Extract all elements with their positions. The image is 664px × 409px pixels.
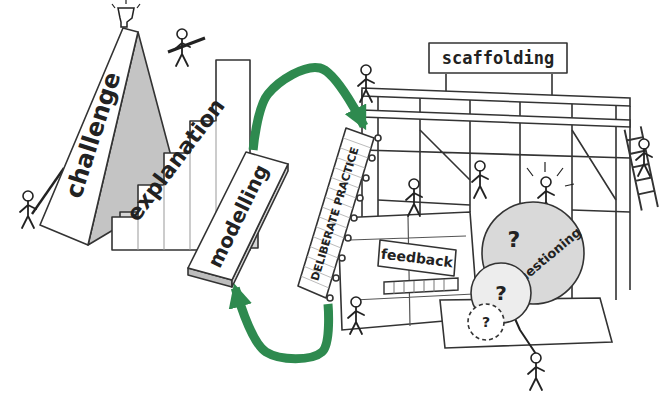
stick-figure (406, 179, 422, 216)
belt-roller (363, 175, 369, 181)
ball-outline (468, 304, 504, 340)
belt-roller (333, 275, 339, 281)
feedback-sign: feedback (376, 236, 460, 280)
conveyor-belt (298, 128, 374, 298)
scaffold-plank (362, 88, 630, 106)
stick-figure (472, 161, 488, 198)
belt-roller (345, 235, 351, 241)
stick-figure (348, 297, 364, 334)
ball-outline (482, 202, 584, 304)
belt-roller (339, 255, 345, 261)
belt-roller (357, 195, 363, 201)
stick-figure (528, 353, 544, 390)
stick-figure (636, 139, 652, 176)
question-mark: ? (482, 315, 490, 329)
trophy-shine (112, 0, 140, 8)
scaffold-brace (362, 130, 630, 212)
scaffold-plank (362, 110, 630, 127)
slab-top (188, 152, 288, 280)
trophy (118, 8, 134, 27)
sign-board (429, 43, 567, 73)
belt-roller (369, 155, 375, 161)
tennis-net (384, 278, 458, 294)
question-mark: ? (508, 229, 521, 251)
cycle-arrow (235, 288, 328, 359)
belt-roller (327, 295, 333, 301)
sign-board (378, 240, 456, 276)
stick-figure (20, 191, 36, 228)
question-ball: ? (466, 302, 506, 342)
question-mark: ? (495, 283, 507, 303)
ladder (625, 126, 658, 210)
scaffolding-sign: scaffolding (428, 42, 568, 74)
belt-roller (375, 135, 381, 141)
modelling-slab: modelling (188, 150, 293, 288)
belt-tread (301, 138, 371, 288)
sign-label: scaffolding (442, 50, 555, 67)
stick-figure (174, 29, 190, 66)
stick-figure (358, 65, 374, 102)
net-mesh (394, 279, 444, 294)
ladder (625, 126, 658, 210)
practice-conveyor: DELIBERATE PRACTICE (296, 126, 376, 304)
belt-roller (351, 215, 357, 221)
